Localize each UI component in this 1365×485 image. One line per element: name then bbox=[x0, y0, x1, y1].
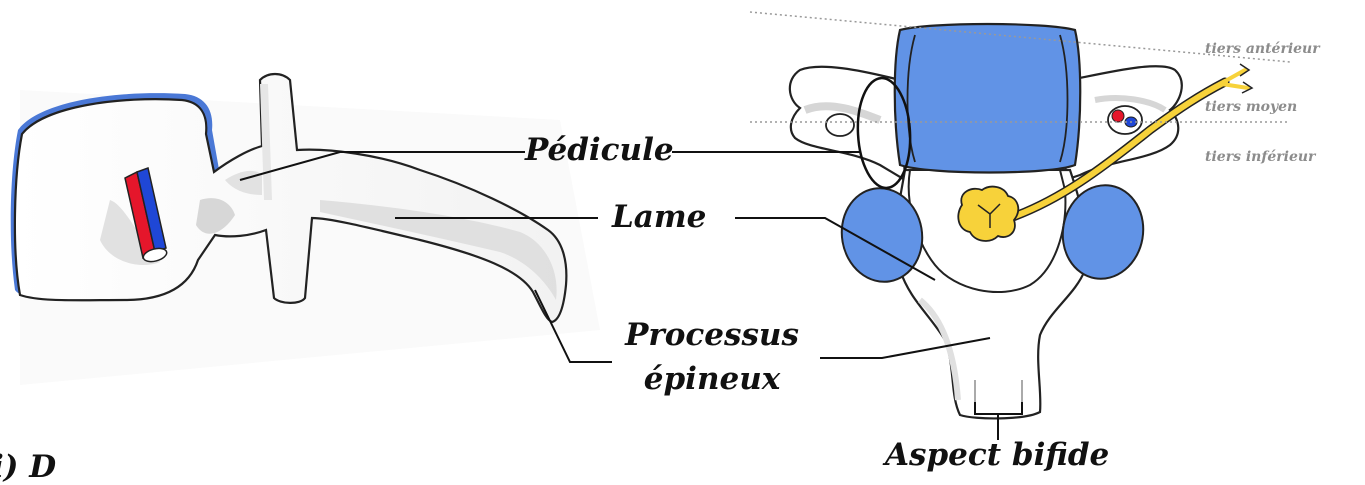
vertebral-artery-axial bbox=[1112, 110, 1124, 122]
label-processus-line2: épineux bbox=[612, 364, 812, 395]
label-tiers-moyen: tiers moyen bbox=[1205, 100, 1297, 114]
label-pedicule: Pédicule bbox=[525, 135, 674, 166]
transverse-foramen-left bbox=[826, 114, 854, 136]
label-lame: Lame bbox=[612, 202, 706, 233]
label-tiers-anterieur: tiers antérieur bbox=[1205, 42, 1320, 56]
label-aspect-bifide: Aspect bifide bbox=[885, 440, 1109, 471]
label-tiers-inferieur: tiers inférieur bbox=[1205, 150, 1315, 164]
partial-section-heading: i) D bbox=[0, 452, 56, 483]
vertebral-body-axial bbox=[895, 24, 1081, 173]
label-processus-line1: Processus bbox=[612, 320, 812, 351]
lateral-vertebra-view bbox=[11, 74, 600, 385]
